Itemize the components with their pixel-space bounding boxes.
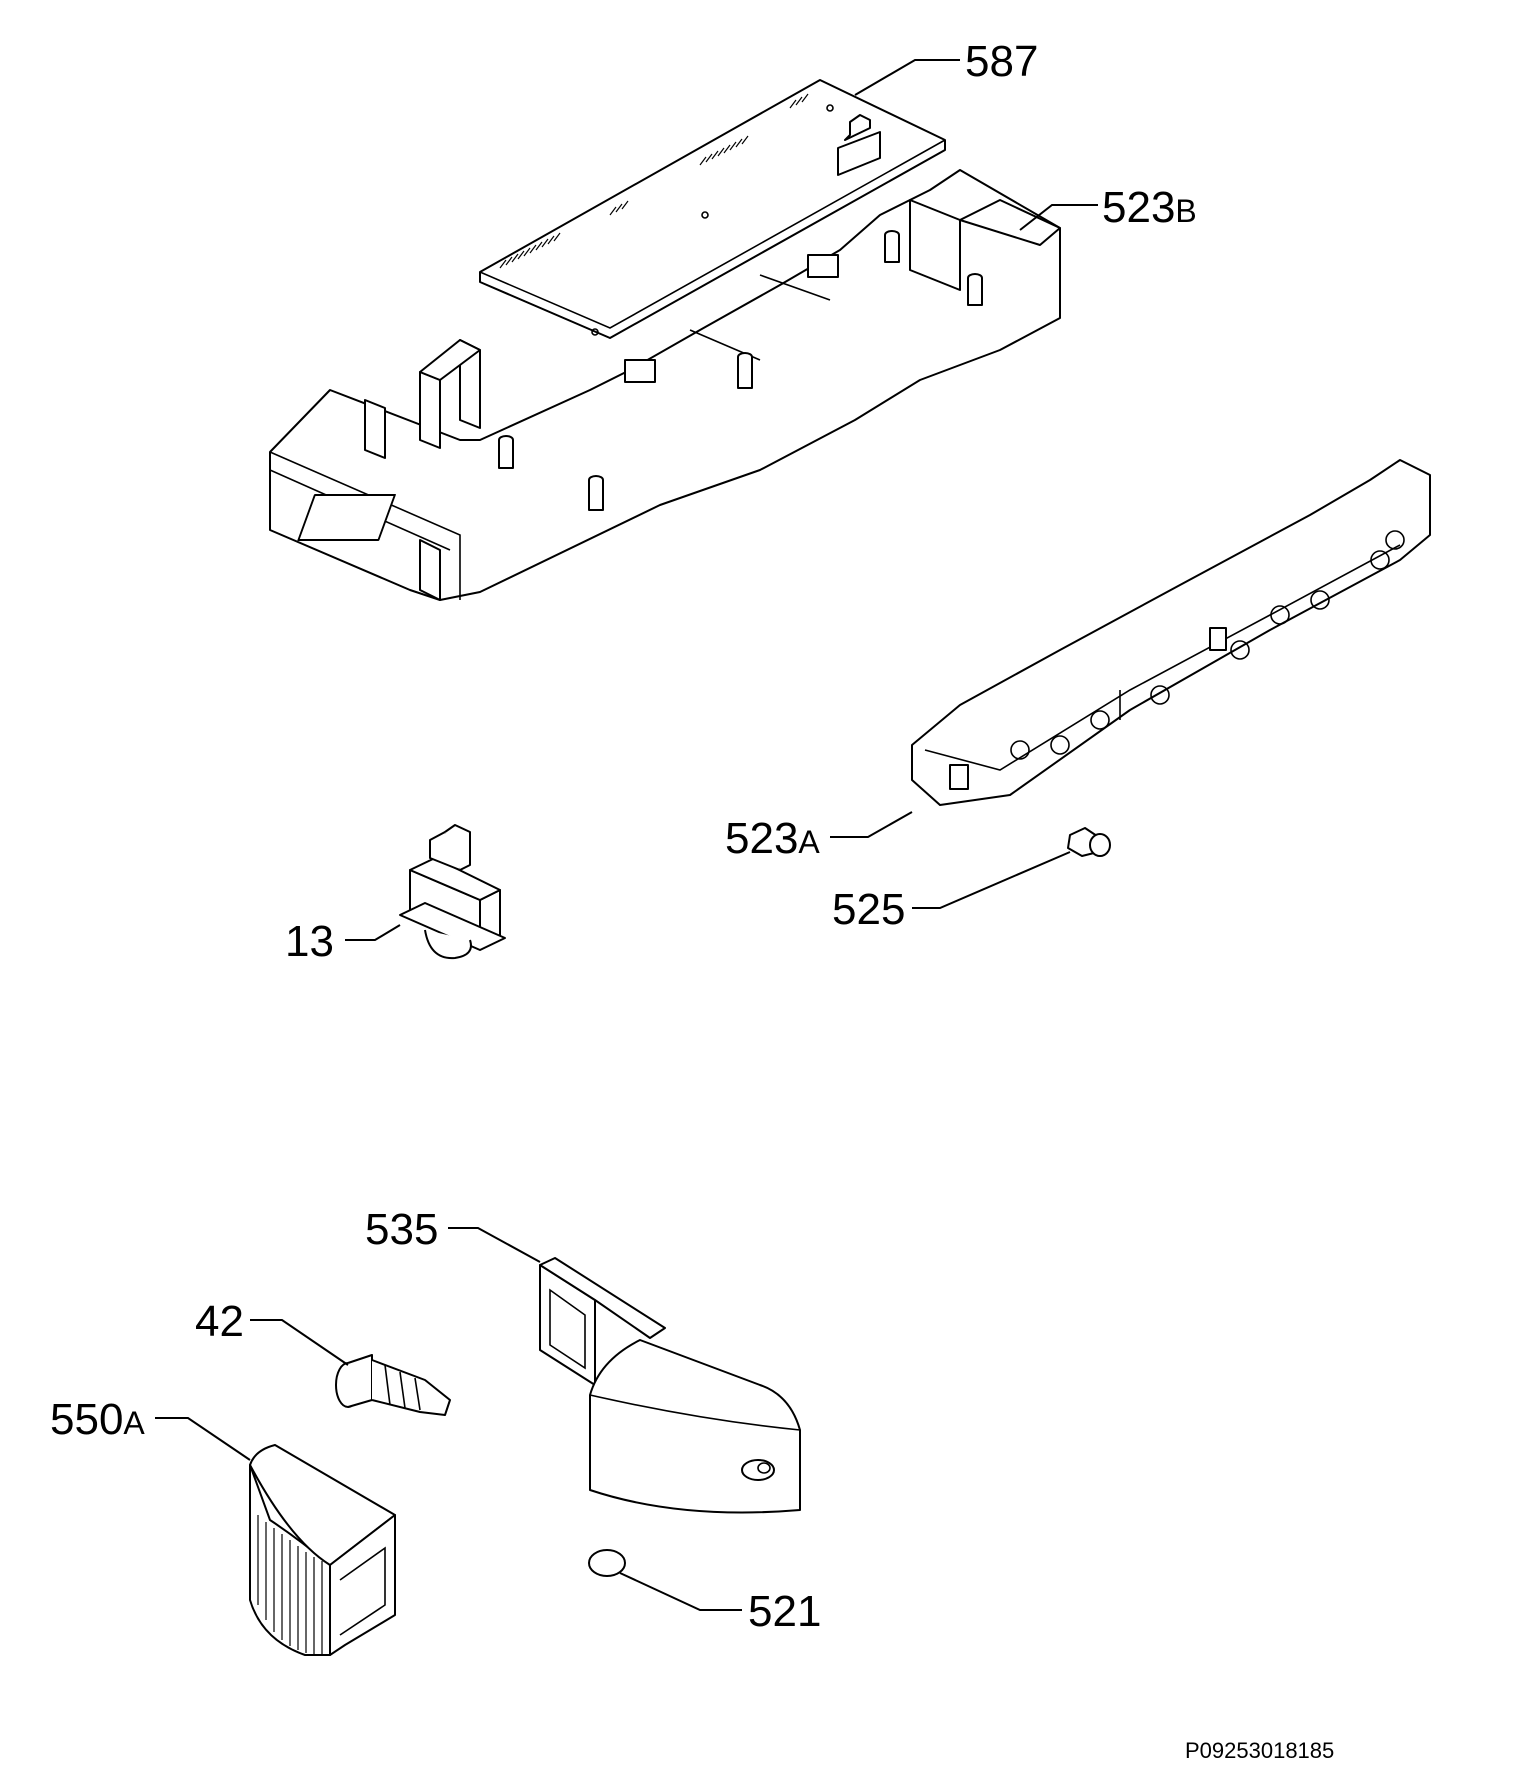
- callout-525: 525: [832, 885, 905, 934]
- callout-523b: 523B: [1102, 183, 1197, 232]
- callout-521: 521: [748, 1587, 821, 1636]
- drawing-code: P09253018185: [1185, 1738, 1334, 1763]
- callout-42: 42: [195, 1297, 244, 1346]
- part-535-knob-housing[interactable]: [539, 1257, 801, 1514]
- leader-525: [912, 851, 1071, 909]
- leader-523b: [1019, 204, 1098, 231]
- callout-587: 587: [965, 37, 1038, 86]
- part-523a-display-frame[interactable]: [911, 459, 1431, 806]
- callout-13: 13: [285, 917, 334, 966]
- leader-42: [250, 1319, 349, 1366]
- part-521-o-ring[interactable]: [588, 1549, 626, 1577]
- part-525-clip[interactable]: [1067, 827, 1111, 857]
- leader-587: [854, 59, 960, 96]
- part-42-shaft[interactable]: [335, 1354, 451, 1416]
- callout-550a: 550A: [50, 1395, 145, 1444]
- leader-13: [345, 924, 401, 941]
- leader-lines: [155, 59, 1098, 1611]
- leader-535: [448, 1227, 541, 1263]
- board-connector-pins: [499, 93, 809, 269]
- part-587-circuit-board[interactable]: [479, 79, 946, 339]
- leader-523a: [830, 811, 913, 838]
- part-13-switch[interactable]: [399, 824, 506, 960]
- callout-523a: 523A: [725, 814, 820, 863]
- leader-521: [619, 1572, 742, 1611]
- callout-labels: 587 523B 523A 525 13 535 42 550A 521: [50, 37, 1197, 1636]
- leader-550a: [155, 1417, 251, 1461]
- callout-535: 535: [365, 1205, 438, 1254]
- part-523b-housing[interactable]: [269, 169, 1061, 601]
- knob-grip-ridges: [257, 1515, 323, 1655]
- part-550a-knob-cap[interactable]: [249, 1444, 396, 1656]
